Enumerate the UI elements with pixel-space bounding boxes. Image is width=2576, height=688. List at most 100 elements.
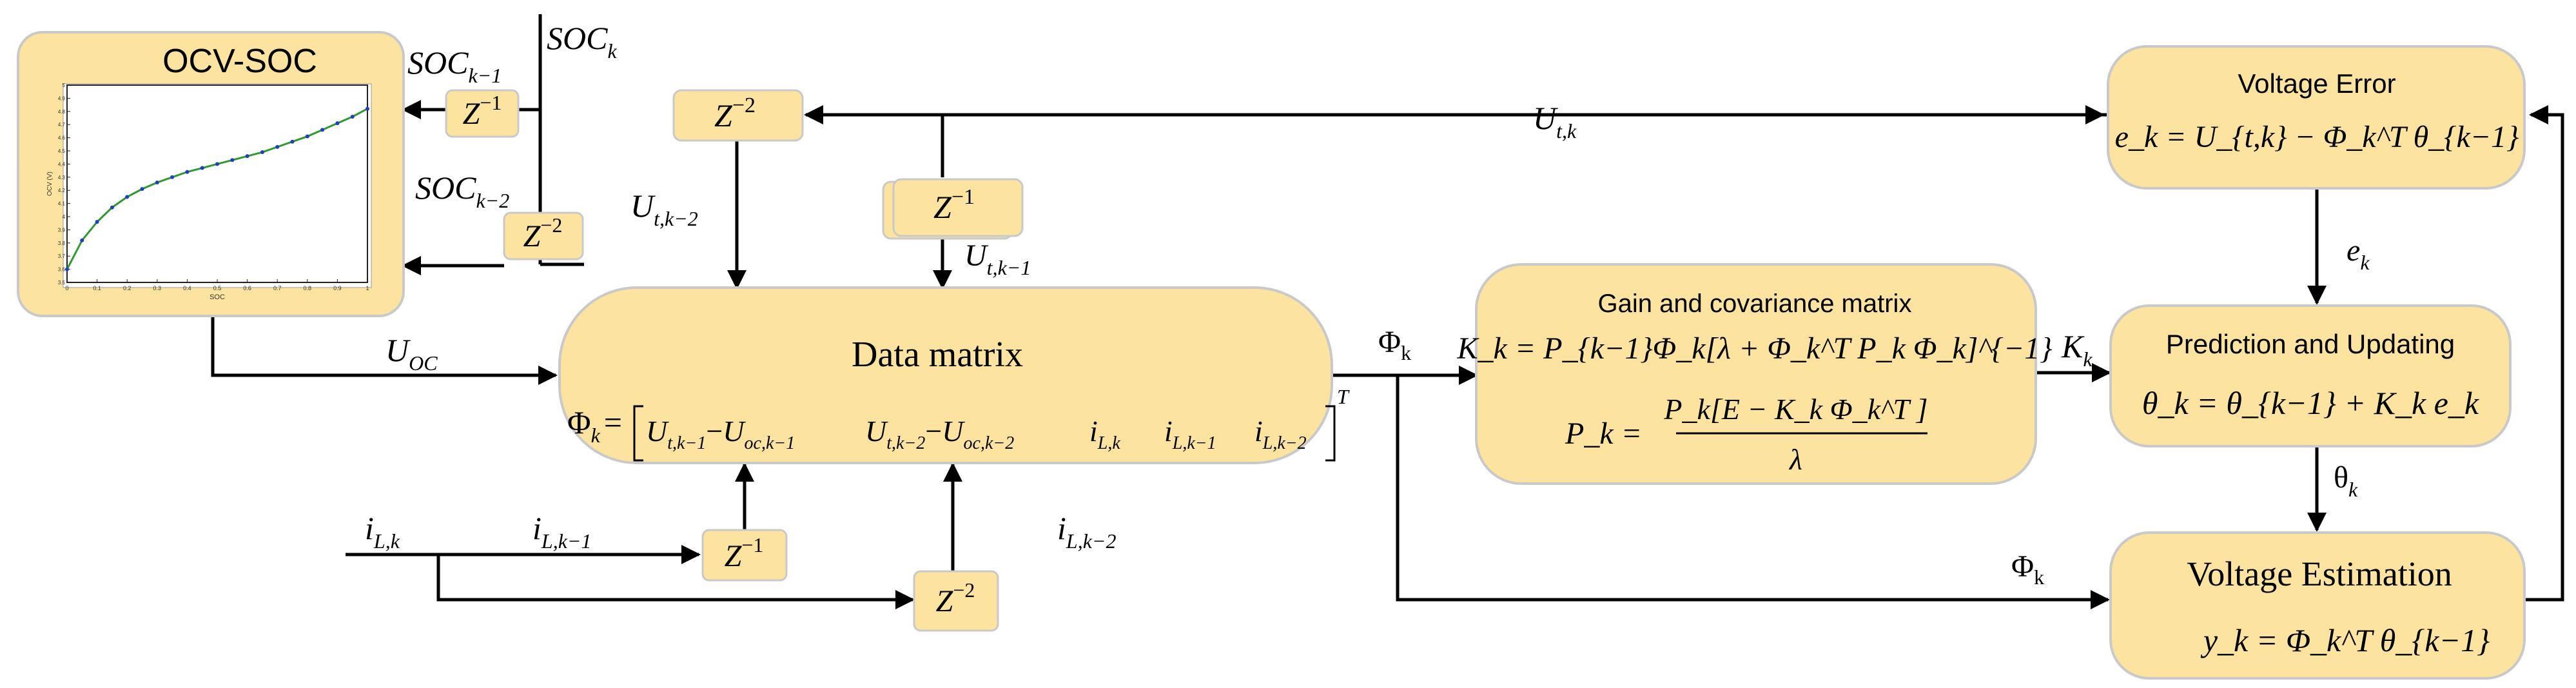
feedback-arrow (2524, 105, 2564, 602)
data-matrix-left-bracket (633, 405, 643, 462)
ocv-y-axis-label: OCV (V) (46, 172, 54, 196)
z1-ut-label: Z−1 (933, 185, 975, 225)
voltage-estimation-block: Voltage Estimation y_k = Φ_k^T θ_{k−1} (2109, 531, 2526, 680)
z1-il-box (701, 529, 788, 582)
ocv-y-tick-label: 4.9 (58, 95, 66, 101)
data-matrix-box (558, 286, 1333, 464)
ilk-to-z2-arrow (436, 555, 915, 609)
ocv-data-point (290, 139, 295, 144)
z1-soc-box (445, 89, 520, 138)
ocv-y-tick-label: 3.7 (58, 253, 66, 259)
ocv-x-tick-label: 0.3 (153, 285, 162, 291)
phi-to-voltage-estimation-arrow (1396, 375, 2110, 609)
z1-ut-block: Z−1 (882, 178, 1024, 240)
voltage-error-equation: e_k = U_{t,k} − Φ_k^T θ_{k−1} (2115, 120, 2519, 154)
ocv-y-tick-label: 5 (63, 83, 66, 88)
ocv-data-point (170, 175, 175, 179)
ocv-data-point (110, 205, 114, 210)
covariance-denominator: λ (1788, 443, 1802, 476)
label-soc-k: SOCk (547, 20, 617, 63)
voltage-estimation-box (2109, 531, 2526, 680)
ocv-x-tick-label: 0.9 (333, 285, 342, 291)
ocv-x-tick-label: 0.6 (243, 285, 251, 291)
gain-covariance-box (1475, 263, 2037, 485)
z1-il-block: Z−1 (701, 529, 788, 582)
ocv-x-tick-label: 0.5 (213, 285, 222, 291)
prediction-box (2109, 304, 2512, 447)
ocv-data-point (230, 158, 235, 162)
z1-il-label: Z−1 (725, 533, 764, 573)
z1-soc-label: Z−1 (463, 91, 502, 131)
voltage-estimation-title: Voltage Estimation (2187, 555, 2452, 593)
ocv-data-point (215, 162, 219, 166)
ocv-y-tick-label: 4.8 (58, 109, 66, 115)
data-matrix-entry-3: iL,k (1089, 415, 1120, 453)
ocv-data-point (366, 106, 369, 111)
ocv-y-tick-label: 4 (63, 214, 66, 220)
data-matrix-entry-5: iL,k−2 (1254, 415, 1307, 453)
ocv-data-point (245, 154, 249, 159)
data-matrix-transpose: T (1337, 385, 1350, 408)
z2-soc-box (503, 211, 584, 260)
label-u-tk: Ut,k (1533, 100, 1577, 143)
data-matrix-right-bracket (1325, 405, 1336, 462)
ocv-data-point (260, 150, 264, 155)
ocv-y-tick-label: 3.5 (58, 280, 66, 286)
gain-covariance-title: Gain and covariance matrix (1598, 290, 1912, 318)
data-matrix-entry-4: iL,k−1 (1164, 415, 1216, 453)
data-matrix-entry-2: Ut,k−2−Uoc,k−2 (865, 415, 1014, 453)
ocv-soc-title: OCV-SOC (162, 43, 317, 80)
z2-il-label: Z−2 (936, 578, 975, 618)
uoc-to-data-matrix-arrow (211, 316, 558, 385)
ocv-data-point (80, 238, 84, 242)
label-u-tk1: Ut,k−1 (964, 239, 1031, 279)
ocv-y-tick-label: 4.3 (58, 175, 66, 181)
gain-covariance-block: Gain and covariance matrix K_k = P_{k−1}… (1457, 263, 2053, 485)
ocv-x-axis-label: SOC (210, 293, 225, 301)
z2-il-box (913, 570, 999, 632)
ocv-y-tick-label: 3.9 (58, 227, 66, 233)
ocv-y-tick-label: 3.8 (58, 241, 66, 246)
label-u-tk2: Ut,k−2 (630, 188, 698, 230)
ocv-x-tick-label: 0 (65, 285, 68, 291)
label-theta-k: θk (2334, 460, 2358, 501)
ocv-y-tick-label: 4.4 (58, 161, 66, 167)
ocv-x-tick-label: 0.8 (304, 285, 312, 291)
ocv-data-point (305, 134, 309, 139)
ocv-x-tick-label: 1 (366, 285, 369, 291)
z2-ut-block: Z−2 (672, 89, 804, 142)
data-matrix-title: Data matrix (852, 335, 1023, 375)
ocv-data-point (155, 180, 159, 184)
ocv-x-tick-label: 0.2 (123, 285, 132, 291)
ocv-data-point (185, 170, 190, 174)
label-e-k: ek (2347, 233, 2370, 274)
data-matrix-block: Data matrix Φk= Ut,k−1−Uoc,k−1 Ut,k−2−Uo… (558, 286, 1350, 464)
label-phi-lower: Φk (2011, 549, 2044, 589)
prediction-equation: θ_k = θ_{k−1} + K_k e_k (2142, 385, 2479, 421)
label-soc-k1: SOCk−1 (407, 44, 502, 87)
label-phi-out: Φk (1378, 325, 1411, 364)
prediction-block: Prediction and Updating θ_k = θ_{k−1} + … (2109, 304, 2512, 447)
covariance-numerator: P_k[E − K_k Φ_k^T ] (1663, 393, 1927, 426)
z2-il-block: Z−2 (913, 570, 999, 632)
label-u-oc: UOC (385, 332, 438, 375)
ocv-data-point (320, 128, 325, 132)
ocv-y-tick-label: 4.2 (58, 188, 66, 193)
ocv-data-point (200, 166, 204, 170)
ocv-y-tick-label: 4.7 (58, 122, 66, 128)
ocv-y-tick-label: 3.6 (58, 267, 66, 273)
ocv-y-tick-label: 4.5 (58, 148, 66, 154)
ocv-x-tick-label: 0.1 (93, 285, 101, 291)
ocv-data-point (95, 220, 99, 224)
voltage-error-box (2107, 45, 2526, 190)
ocv-y-tick-label: 4.1 (58, 201, 66, 207)
voltage-error-block: Voltage Error e_k = U_{t,k} − Φ_k^T θ_{k… (2107, 45, 2526, 190)
ocv-data-point (275, 144, 280, 149)
voltage-error-title: Voltage Error (2238, 68, 2395, 99)
gain-equation: K_k = P_{k−1}Φ_k[λ + Φ_k^T P_k Φ_k]^{−1} (1457, 331, 2053, 366)
data-matrix-entry-1: Ut,k−1−Uoc,k−1 (646, 415, 795, 453)
label-soc-k2: SOCk−2 (415, 170, 509, 212)
prediction-title: Prediction and Updating (2166, 329, 2455, 359)
